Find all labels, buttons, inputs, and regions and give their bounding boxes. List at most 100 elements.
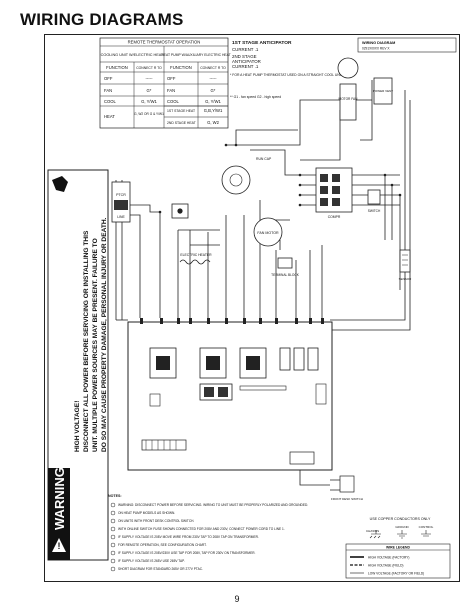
- compressor-cluster: COMPR: [315, 167, 353, 219]
- table-col-cooling: COOLING UNIT W/ELECTRIC HEAT: [101, 53, 164, 57]
- compressor-label: COMPR: [328, 215, 341, 219]
- note-item: ON UNITS WITH FRONT DESK CONTROL SWITCH.: [118, 519, 194, 523]
- table-cell: G*: [211, 88, 216, 93]
- legend-control: CONTROL: [419, 525, 434, 529]
- sensor-label: SENSOR: [399, 277, 413, 281]
- table-cell: COOL: [167, 99, 180, 104]
- terminal-block: TERMINAL BLOCK: [271, 257, 300, 277]
- table-cell: -----: [146, 76, 154, 81]
- table-cell: COOL: [104, 99, 117, 104]
- diagram-code-title: WIRING DIAGRAM: [362, 41, 395, 45]
- table-cell: OFF: [167, 76, 176, 81]
- note-item: WITH ONLINE SWITCH FUSE SHOWN CONNECTED …: [118, 527, 285, 531]
- note-item: IF SUPPLY VOLTAGE IS 208V/230V USE TAP F…: [118, 551, 256, 555]
- diagram-code-number: 0291X00XX REV X: [362, 47, 390, 51]
- electric-heater: ELECTRIC HEATER: [179, 253, 212, 265]
- thermostat-table: REMOTE THERMOSTAT OPERATION COOLING UNIT…: [99, 37, 231, 129]
- switch-right: SWITCH: [367, 189, 381, 213]
- power-vent-label: POWER VENT: [373, 89, 393, 93]
- notes-title: NOTES:: [108, 494, 122, 498]
- legend-block: USE COPPER CONDUCTORS ONLY CHASSIS GROUN…: [345, 517, 451, 579]
- page-number: 9: [234, 594, 240, 604]
- run-cap-label: RUN CAP: [256, 157, 272, 161]
- page-title: WIRING DIAGRAMS: [20, 10, 184, 29]
- board-relay: [307, 347, 319, 371]
- anticipator-footnote: * FOR A HEAT PUMP THERMOSTAT USED ON A S…: [230, 73, 343, 77]
- front-desk-label: FRONT DESK SWITCH: [331, 497, 363, 501]
- ptcr-component: PTCR LINE: [111, 181, 131, 223]
- table-cell: 1ST STAGE HEAT: [167, 109, 195, 113]
- anticipator-line: CURRENT .1: [232, 64, 259, 69]
- warning-line3: UNIT. MULTIPLE POWER SOURCES MAY BE PRES…: [92, 238, 99, 452]
- note-item: WARNING: DISCONNECT POWER BEFORE SERVICI…: [118, 503, 308, 507]
- notes-block: NOTES: WARNING: DISCONNECT POWER BEFORE …: [108, 494, 308, 572]
- control-board: [127, 318, 333, 471]
- table-cell: G,B,Y/W1: [204, 108, 223, 113]
- table-cell: G, Y/W1: [141, 99, 157, 104]
- control-ground-icon: [421, 530, 431, 537]
- switch-component: [171, 203, 189, 219]
- table-sub-function2: FUNCTION: [170, 65, 192, 70]
- terminal-block-label: TERMINAL BLOCK: [271, 273, 300, 277]
- anticipator-line: ANTICIPATOR: [232, 59, 261, 64]
- svg-text:!: !: [58, 541, 61, 551]
- board-relay: [293, 347, 305, 371]
- wire-legend-title: WIRE LEGEND: [386, 546, 410, 550]
- table-cell: G, W2 OR G & Y/W1: [134, 112, 164, 116]
- table-cell: G, Y/W1: [205, 99, 221, 104]
- diagram-frame: [44, 34, 460, 582]
- legend-item: LOW VOLTAGE (FACTORY OR FIELD): [368, 572, 424, 576]
- note-item: IF SUPPLY VOLTAGE IS 208V MOVE WIRE FROM…: [118, 535, 259, 539]
- anticipator-line: 2ND STAGE: [232, 54, 257, 59]
- warning-line4: DO SO MAY CAUSE PROPERTY DAMAGE, PERSONA…: [101, 217, 108, 452]
- legend-item: HIGH VOLTAGE (FIELD): [368, 564, 403, 568]
- ptcr-label: PTCR: [116, 193, 126, 197]
- legend-item: HIGH VOLTAGE (FACTORY): [368, 556, 409, 560]
- table-cell: HEAT: [104, 114, 115, 119]
- power-vent: POWER VENT: [373, 77, 393, 105]
- anticipator-footnote: ** G1 - fan speed G2 - high speed: [230, 95, 281, 99]
- diagram-code-box: WIRING DIAGRAM 0291X00XX REV X: [357, 37, 457, 53]
- board-relay: [279, 347, 291, 371]
- chassis-ground-icon: [369, 530, 381, 539]
- switch-right-label: SWITCH: [368, 209, 381, 213]
- anticipator-title: 1ST STAGE ANTICIPATOR: [232, 40, 292, 46]
- warning-line1: HIGH VOLTAGE!: [74, 401, 81, 452]
- fan-motor-label: FAN MOTOR: [257, 231, 279, 235]
- table-title: REMOTE THERMOSTAT OPERATION: [128, 40, 201, 45]
- fan-motor: FAN MOTOR: [253, 217, 283, 247]
- table-cell: 2ND STAGE HEAT: [167, 121, 196, 125]
- table-col-heatpump: HEAT PUMP W/AUXILIARY ELECTRIC HEAT: [161, 53, 231, 57]
- warning-heading: WARNING: [52, 467, 67, 530]
- run-capacitor: RUN CAP: [221, 157, 272, 195]
- note-item: IF SUPPLY VOLTAGE IS 265V USE 265V TAP.: [118, 559, 185, 563]
- note-item: FOR REMOTE OPERATION, SEE CONFIGURATION …: [118, 543, 207, 547]
- note-item: SHORT DIAGRAM FOR STANDARD 265V OR 277V …: [118, 567, 203, 571]
- motor-fan-label: MOTOR FAN: [339, 97, 359, 101]
- motor-fan: MOTOR FAN: [337, 57, 359, 121]
- heater-label: ELECTRIC HEATER: [180, 253, 212, 257]
- table-cell: -----: [210, 76, 218, 81]
- table-cell: OFF: [104, 76, 113, 81]
- legend-ground: GROUND: [395, 525, 409, 529]
- table-sub-connect2: CONNECT R TO: [200, 66, 226, 70]
- table-cell: FAN: [104, 88, 112, 93]
- table-sub-connect: CONNECT R TO: [136, 66, 162, 70]
- warning-line2: DISCONNECT ALL POWER BEFORE SERVICING OR…: [83, 230, 90, 452]
- warning-label: ! WARNING HIGH VOLTAGE! DISCONNECT ALL P…: [47, 169, 109, 561]
- right-sensor: SENSOR: [399, 249, 413, 281]
- note-item: ON HEAT PUMP MODELS AS SHOWN.: [118, 511, 175, 515]
- legend-chassis: CHASSIS: [366, 529, 379, 533]
- line-label: LINE: [117, 215, 125, 219]
- wire-junctions: [158, 143, 402, 214]
- board-pins: [140, 318, 324, 324]
- table-sub-function: FUNCTION: [106, 65, 128, 70]
- anticipator-line: CURRENT .1: [232, 47, 259, 52]
- anticipator-note: 1ST STAGE ANTICIPATOR CURRENT .1 2ND STA…: [230, 40, 343, 99]
- ground-icon: [397, 530, 407, 539]
- hand-symbol-icon: [52, 176, 68, 192]
- warning-triangle-icon: [52, 538, 66, 552]
- table-cell: FAN: [167, 88, 175, 93]
- table-cell: G, W2: [207, 120, 220, 125]
